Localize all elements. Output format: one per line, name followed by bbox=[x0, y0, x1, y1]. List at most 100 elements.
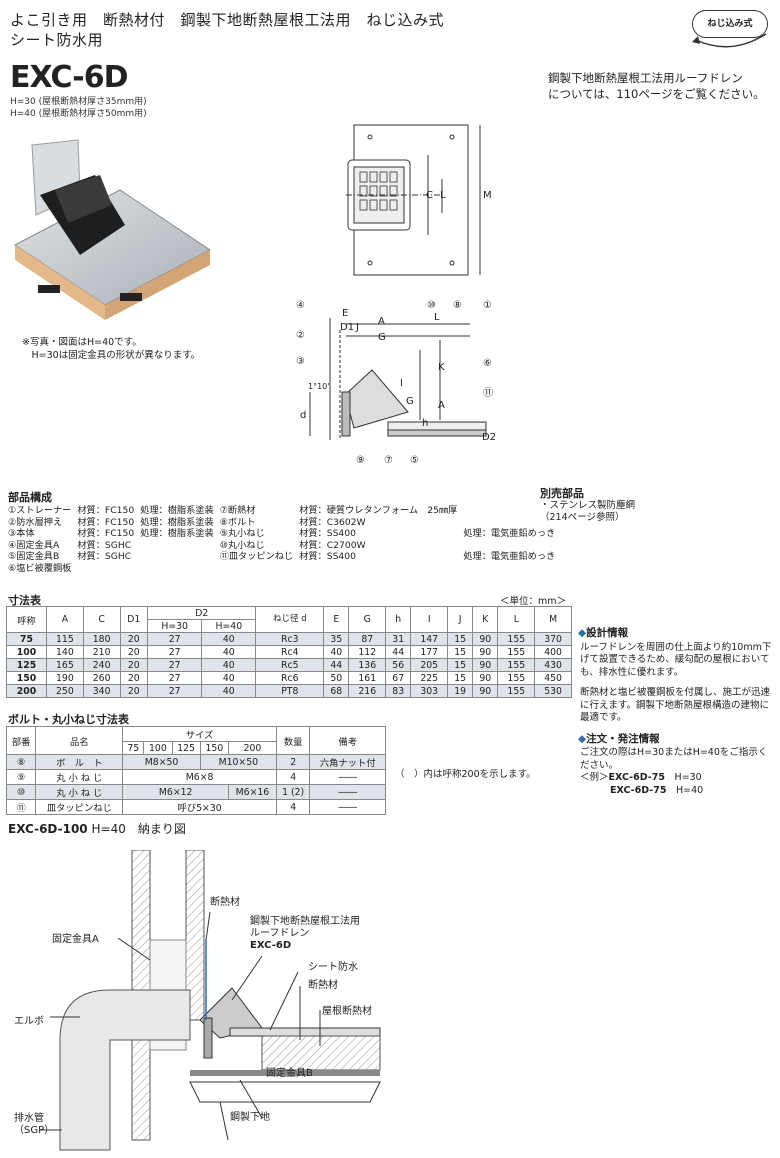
install-title: EXC-6D-100 H=40 納まり図 bbox=[8, 820, 186, 837]
col-header: E bbox=[323, 606, 350, 633]
callout-10: ⑩ bbox=[427, 300, 436, 311]
dim-label-i: I bbox=[400, 378, 403, 389]
design-info: ◆設計情報 ルーフドレンを周囲の仕上面より約10mm下げて設置できるため、緩勾配… bbox=[578, 627, 776, 797]
separate-line2: （214ページ参照） bbox=[540, 512, 625, 523]
col-header: M bbox=[534, 606, 572, 633]
dim-label-g: G bbox=[378, 332, 386, 343]
dim-label-e: E bbox=[342, 308, 349, 319]
col-header: C bbox=[82, 606, 121, 633]
label-product: 鋼製下地断熱屋根工法用 ルーフドレン EXC-6D bbox=[250, 916, 360, 951]
label-sheet: シート防水 bbox=[308, 962, 358, 973]
product-photo bbox=[14, 139, 211, 320]
design-p1: ルーフドレンを周囲の仕上面より約10mm下げて設置できるため、緩勾配の屋根におい… bbox=[580, 641, 772, 678]
h40-note: H=40 (屋根断熱材厚さ50mm用) bbox=[10, 109, 147, 119]
dim-label-l2: L bbox=[434, 312, 440, 323]
col-header: D1 bbox=[119, 606, 149, 633]
callout-11: ⑪ bbox=[483, 388, 493, 399]
plan-view-drawing bbox=[346, 124, 481, 276]
dim-label-a2: A bbox=[438, 400, 445, 411]
parts-row: ⑥塩ビ被覆鋼板 bbox=[8, 562, 72, 574]
dim-label-h: h bbox=[422, 418, 429, 429]
col-subheader: H=40 bbox=[201, 619, 257, 633]
col-header: L bbox=[497, 606, 536, 633]
callout-3: ③ bbox=[296, 356, 305, 367]
dim-label-k: K bbox=[438, 362, 445, 373]
dim-label-j: J bbox=[356, 322, 359, 333]
photo-note-line2: H=30は固定金具の形状が異なります。 bbox=[22, 350, 201, 361]
order-example-1: ＜例＞EXC-6D-75 H=30 bbox=[580, 772, 702, 783]
height-notes: H=30 (屋根断熱材厚さ35mm用) H=40 (屋根断熱材厚さ50mm用) bbox=[10, 96, 147, 120]
col-header: 数量 bbox=[275, 726, 311, 755]
callout-4: ④ bbox=[296, 300, 305, 311]
order-text: ご注文の際はH=30またはH=40をご指示ください。 bbox=[580, 747, 768, 771]
dim-label-c: C bbox=[426, 190, 433, 201]
col-header: ねじ径 d bbox=[255, 606, 325, 633]
order-title: 注文・発注情報 bbox=[586, 732, 660, 745]
col-header: 呼称 bbox=[5, 606, 48, 633]
col-header: 備考 bbox=[309, 726, 386, 755]
label-insulation-2: 断熱材 bbox=[308, 980, 338, 991]
ref-line2: については、110ページをご覧ください。 bbox=[548, 87, 765, 101]
dimension-table: 呼称 A C D1 D2 ねじ径 d E G h I J K L M H=30 … bbox=[5, 606, 572, 698]
col-subheader: H=30 bbox=[147, 619, 203, 633]
dim-label-a: A bbox=[378, 316, 385, 327]
h30-note: H=30 (屋根断熱材厚さ35mm用) bbox=[10, 97, 147, 107]
col-header: 部番 bbox=[5, 726, 37, 755]
header-line1: よこ引き用 断熱材付 鋼製下地断熱屋根工法用 ねじ込み式 bbox=[10, 11, 445, 29]
callout-8: ⑧ bbox=[453, 300, 462, 311]
label-fixture-b: 固定金具B bbox=[266, 1068, 313, 1079]
col-header: D2 bbox=[147, 606, 257, 620]
callout-1: ① bbox=[483, 300, 492, 311]
diamond-icon: ◆ bbox=[578, 732, 587, 745]
dimension-title: 寸法表 bbox=[8, 594, 41, 607]
separate-parts: 別売部品 ・ステンレス製防塵網 （214ページ参照） bbox=[540, 488, 635, 524]
label-elbow: エルボ bbox=[14, 1016, 44, 1027]
installation-drawing bbox=[40, 850, 381, 1151]
callout-6: ⑥ bbox=[483, 358, 492, 369]
separate-line1: ・ステンレス製防塵網 bbox=[540, 500, 636, 511]
col-header: A bbox=[46, 606, 84, 633]
install-title-rest: H=40 納まり図 bbox=[91, 822, 186, 836]
install-model: EXC-6D-100 bbox=[8, 822, 88, 836]
section-view-drawing bbox=[309, 318, 487, 440]
label-fixture-a: 固定金具A bbox=[52, 934, 99, 945]
dim-label-d1: D1 bbox=[340, 322, 355, 333]
col-header: J bbox=[447, 606, 474, 633]
screw-type-badge: ねじ込み式 bbox=[692, 10, 768, 38]
label-drain-pipe: 排水管 （SGP） bbox=[14, 1113, 55, 1136]
callout-5: ⑤ bbox=[410, 455, 419, 466]
col-header: G bbox=[348, 606, 387, 633]
parts-title: 部品構成 bbox=[8, 491, 52, 504]
dim-label-m: M bbox=[483, 190, 492, 201]
col-header: h bbox=[385, 606, 412, 633]
model-title: EXC-6D bbox=[10, 60, 128, 95]
col-header: 品名 bbox=[35, 726, 124, 755]
diamond-icon: ◆ bbox=[578, 627, 587, 639]
label-steel-base: 鋼製下地 bbox=[230, 1112, 270, 1123]
header-title: よこ引き用 断熱材付 鋼製下地断熱屋根工法用 ねじ込み式 シート防水用 bbox=[10, 10, 444, 50]
callout-9: ⑨ bbox=[356, 455, 365, 466]
dim-label-l: L bbox=[440, 190, 446, 201]
dim-label-g2: G bbox=[406, 396, 414, 407]
label-insulation: 断熱材 bbox=[210, 897, 240, 908]
label-roof-insulation: 屋根断熱材 bbox=[322, 1006, 372, 1017]
photo-note: ※写真・図面はH=40です。 H=30は固定金具の形状が異なります。 bbox=[22, 336, 200, 362]
design-p2: 断熱材と塩ビ被覆鋼板を付属し、施工が迅速に行えます。鋼製下地断熱屋根構造の建物に… bbox=[580, 687, 771, 723]
ref-line1: 鋼製下地断熱屋根工法用ルーフドレン bbox=[548, 71, 743, 85]
callout-7: ⑦ bbox=[384, 455, 393, 466]
separate-title: 別売部品 bbox=[540, 487, 584, 500]
